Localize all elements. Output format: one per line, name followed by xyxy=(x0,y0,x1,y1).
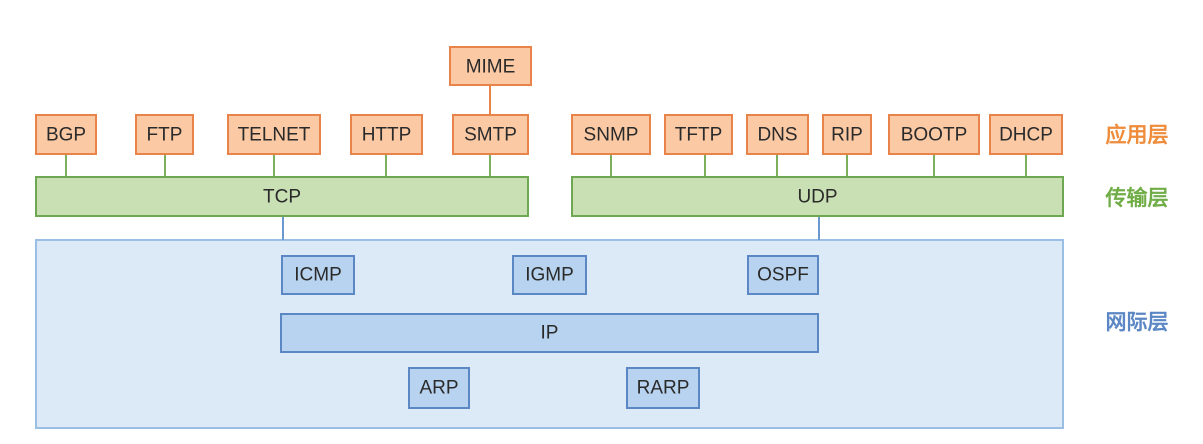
application-layer-boxes xyxy=(35,46,1063,155)
icmp-box xyxy=(281,255,355,295)
application-layer-label: 应用层 xyxy=(1106,123,1169,147)
udp-label: UDP xyxy=(797,187,837,208)
rarp-box xyxy=(626,367,700,409)
dns-box xyxy=(746,114,809,155)
dhcp-label: DHCP xyxy=(999,125,1053,146)
telnet-label: TELNET xyxy=(238,125,311,146)
udp-box xyxy=(571,176,1064,217)
network-layer-boxes xyxy=(280,255,819,409)
connector-lines xyxy=(65,85,1027,240)
mime-box xyxy=(449,46,532,86)
tcp-label: TCP xyxy=(263,187,301,208)
ip-label: IP xyxy=(541,323,559,344)
arp-box xyxy=(408,367,470,409)
rarp-label: RARP xyxy=(637,378,690,399)
mime-label: MIME xyxy=(466,57,516,78)
http-label: HTTP xyxy=(362,125,412,146)
ip-box xyxy=(280,313,819,353)
bootp-label: BOOTP xyxy=(901,125,968,146)
igmp-label: IGMP xyxy=(525,265,574,286)
ospf-label: OSPF xyxy=(757,265,809,286)
snmp-box xyxy=(571,114,651,155)
arp-label: ARP xyxy=(419,378,458,399)
bgp-label: BGP xyxy=(46,125,86,146)
dns-label: DNS xyxy=(757,125,797,146)
dhcp-box xyxy=(989,114,1063,155)
transport-layer-label: 传输层 xyxy=(1105,186,1169,210)
icmp-label: ICMP xyxy=(294,265,342,286)
http-box xyxy=(350,114,423,155)
tftp-label: TFTP xyxy=(675,125,723,146)
bgp-box xyxy=(35,114,97,155)
igmp-box xyxy=(512,255,587,295)
ftp-box xyxy=(135,114,194,155)
transport-layer-boxes xyxy=(35,176,1064,217)
smtp-box xyxy=(452,114,529,155)
ospf-box xyxy=(747,255,819,295)
network-layer-label: 网际层 xyxy=(1106,310,1169,334)
tftp-box xyxy=(664,114,733,155)
tcp-box xyxy=(35,176,529,217)
telnet-box xyxy=(227,114,321,155)
rip-box xyxy=(822,114,872,155)
snmp-label: SNMP xyxy=(584,125,639,146)
ftp-label: FTP xyxy=(147,125,183,146)
protocol-labels: MIME BGP FTP TELNET HTTP SMTP SNMP TFTP … xyxy=(46,57,1053,399)
layer-labels: 应用层 传输层 网际层 xyxy=(1105,123,1169,334)
bootp-box xyxy=(888,114,980,155)
rip-label: RIP xyxy=(831,125,863,146)
smtp-label: SMTP xyxy=(464,125,517,146)
